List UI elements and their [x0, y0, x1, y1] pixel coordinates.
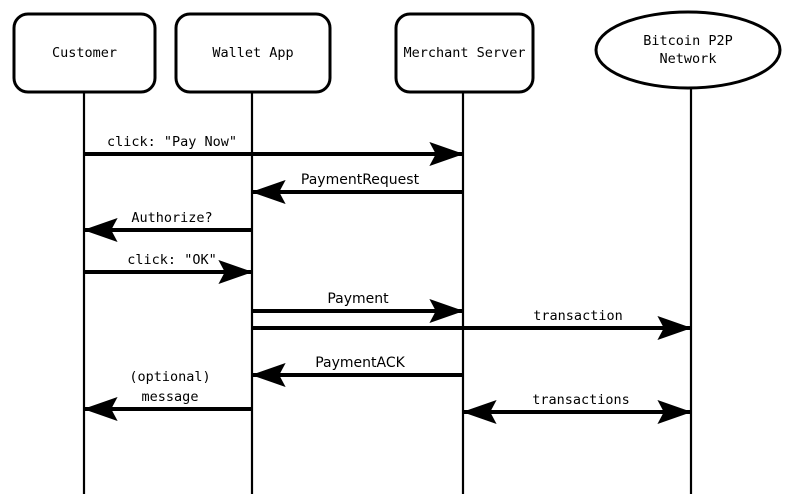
participant-label-merchant-server: Merchant Server: [404, 45, 526, 61]
message-msg-click-pay-now: click: "Pay Now": [84, 134, 464, 166]
message-msg-payment-request: PaymentRequest: [251, 172, 463, 205]
message-label-msg-transaction: transaction: [533, 308, 622, 324]
participant-wallet-app[interactable]: Wallet App: [174, 12, 332, 94]
messages-group: click: "Pay Now" PaymentRequestAuthorize?…: [83, 134, 692, 424]
message-label-msg-authorize: Authorize?: [131, 210, 212, 226]
message-msg-optional-message: (optional) message: [83, 369, 252, 422]
participant-label-bitcoin-p2p-network-line2: Network: [660, 51, 717, 67]
participant-customer[interactable]: Customer: [12, 12, 157, 94]
message-msg-transactions: transactions: [462, 392, 692, 424]
message-label-msg-click-ok: click: "OK": [127, 252, 216, 268]
message-label-msg-payment-ack: PaymentACK: [315, 355, 405, 371]
participant-shape-merchant-server: [394, 12, 535, 94]
participant-label-bitcoin-p2p-network-line1: Bitcoin P2P: [643, 33, 732, 49]
message-label-msg-click-pay-now: click: "Pay Now": [107, 134, 237, 150]
participant-shape-bitcoin-p2p-network: [594, 10, 782, 90]
nodes-group: Customer Wallet App Merchant Server Bitcoin…: [12, 10, 782, 94]
message-msg-transaction: transaction: [252, 308, 692, 340]
participant-merchant-server[interactable]: Merchant Server: [394, 12, 535, 94]
participant-shape-customer: [12, 12, 157, 94]
message-msg-payment-ack: PaymentACK: [251, 355, 463, 388]
message-label-msg-payment: Payment: [327, 291, 389, 307]
participant-label-customer: Customer: [52, 45, 117, 61]
participant-label-wallet-app: Wallet App: [212, 45, 293, 61]
message-label-msg-payment-request: PaymentRequest: [301, 172, 420, 188]
message-msg-authorize: Authorize?: [83, 210, 252, 243]
message-label-msg-transactions: transactions: [532, 392, 630, 408]
participant-bitcoin-p2p-network[interactable]: Bitcoin P2P Network: [594, 10, 782, 90]
message-msg-click-ok: click: "OK": [84, 252, 253, 284]
message-label-msg-optional-message-line1: (optional): [129, 369, 210, 385]
message-msg-payment: Payment: [252, 291, 464, 323]
message-label-msg-optional-message-line2: message: [142, 389, 199, 405]
participant-shape-wallet-app: [174, 12, 332, 94]
